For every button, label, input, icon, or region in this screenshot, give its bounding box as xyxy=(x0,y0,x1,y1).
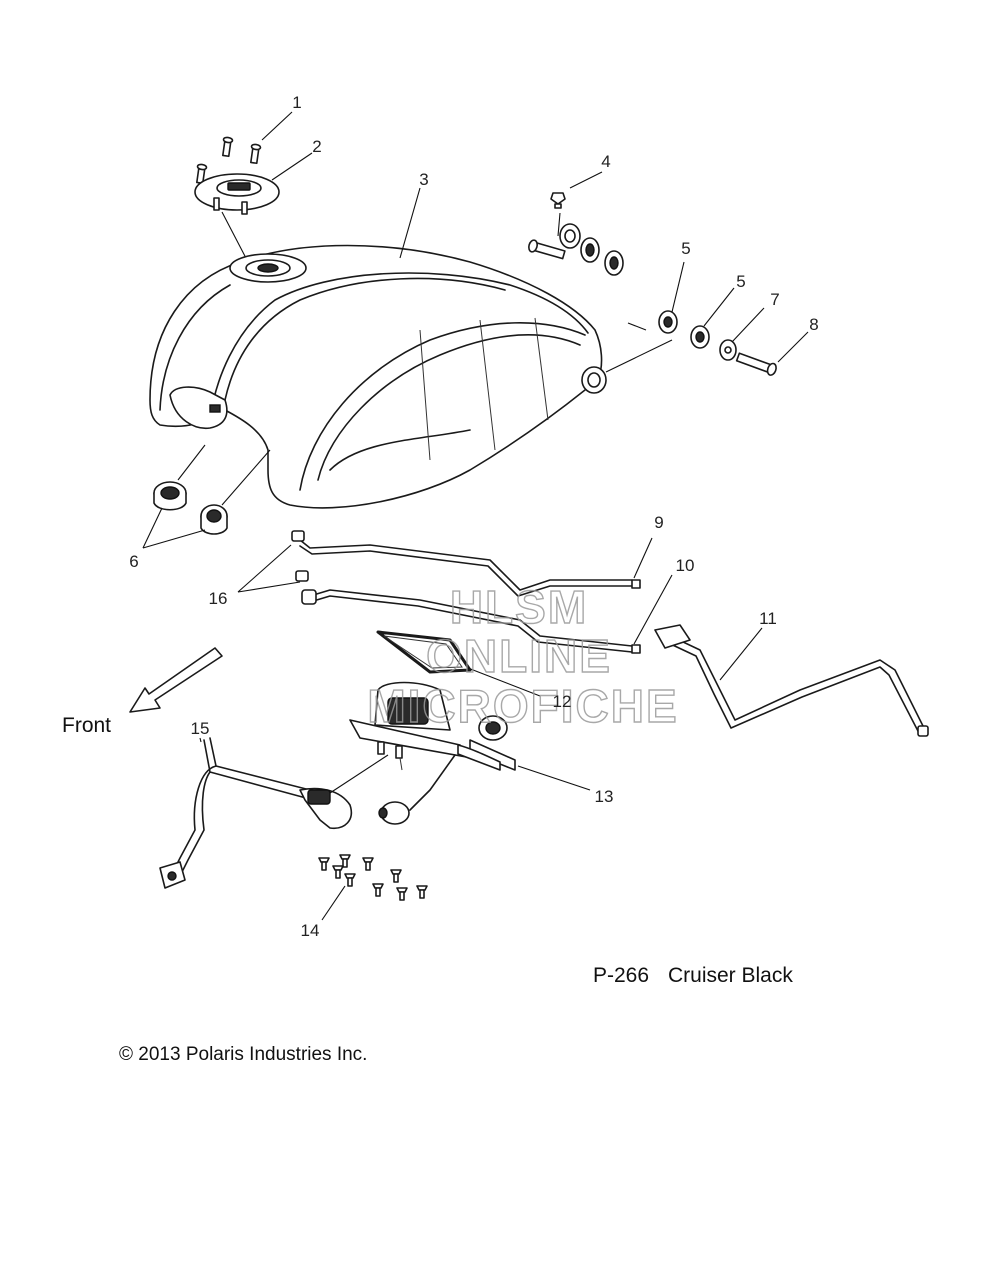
callout-14: 14 xyxy=(301,921,320,940)
fuel-cap-ring xyxy=(194,152,313,286)
callout-13: 13 xyxy=(595,787,614,806)
callout-1: 1 xyxy=(292,93,301,112)
fuel-line xyxy=(654,624,929,737)
pump-screws xyxy=(318,854,428,921)
watermark-line-3: MICROFICHE xyxy=(367,680,678,732)
watermark: HLSM ONLINE MICROFICHE xyxy=(367,580,678,732)
grommets xyxy=(142,444,271,549)
callout-numbers: 1 2 3 4 5 5 7 8 6 9 10 11 16 12 15 13 14 xyxy=(129,93,818,940)
callout-5b: 5 xyxy=(736,272,745,291)
pump-gasket xyxy=(376,630,541,697)
fuel-pump-assembly xyxy=(349,681,591,825)
callout-10: 10 xyxy=(676,556,695,575)
callout-8: 8 xyxy=(809,315,818,334)
watermark-line-2: ONLINE xyxy=(426,630,612,682)
copyright-notice: © 2013 Polaris Industries Inc. xyxy=(119,1044,367,1065)
callout-3: 3 xyxy=(419,170,428,189)
callout-12: 12 xyxy=(553,692,572,711)
pump-hose xyxy=(159,737,389,889)
callout-6: 6 xyxy=(129,552,138,571)
watermark-line-1: HLSM xyxy=(450,581,588,633)
callout-15: 15 xyxy=(191,719,210,738)
callout-7: 7 xyxy=(770,290,779,309)
callout-4: 4 xyxy=(601,152,610,171)
front-label: Front xyxy=(62,714,111,737)
page-code: P-266 xyxy=(593,964,649,987)
front-direction-arrow xyxy=(129,647,223,713)
callout-5a: 5 xyxy=(681,239,690,258)
model-name: Cruiser Black xyxy=(668,964,793,987)
cap-bolts xyxy=(196,111,293,185)
callout-11: 11 xyxy=(759,609,777,628)
vent-hoses xyxy=(237,530,673,654)
fuel-tank xyxy=(149,187,673,509)
callout-9: 9 xyxy=(654,513,663,532)
rear-mount-hardware xyxy=(528,171,809,376)
callout-2: 2 xyxy=(312,137,321,156)
callout-16: 16 xyxy=(209,589,228,608)
